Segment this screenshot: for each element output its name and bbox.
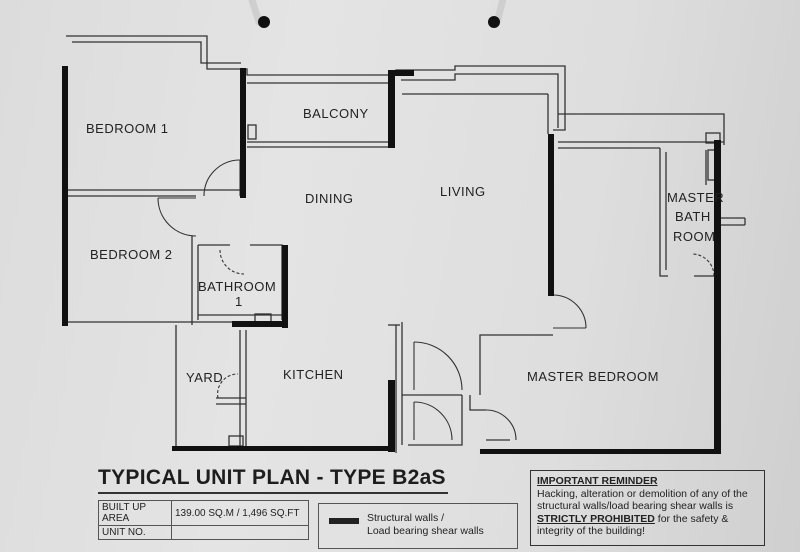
label-bathroom-1-number: 1 <box>235 294 243 309</box>
hanging-rod-left-tip <box>258 16 270 28</box>
unit-no-label: UNIT NO. <box>98 525 172 540</box>
reminder-is: is <box>725 500 734 512</box>
legend-text: Structural walls / Load bearing shear wa… <box>367 512 484 538</box>
hanging-rod-right-tip <box>488 16 500 28</box>
unit-info-table: BUILT UP AREA 139.00 SQ.M / 1,496 SQ.FT … <box>98 500 309 540</box>
reminder-text-2: for the safety & integrity of the buildi… <box>537 512 729 538</box>
room-labels: BEDROOM 1 BALCONY DINING LIVING BEDROOM … <box>86 106 724 385</box>
label-bathroom-1: BATHROOM <box>198 279 276 294</box>
label-yard: YARD <box>186 370 223 385</box>
label-living: LIVING <box>440 184 486 199</box>
label-dining: DINING <box>305 191 354 206</box>
table-row: UNIT NO. <box>98 525 309 540</box>
partition-walls <box>66 35 746 454</box>
plan-title: TYPICAL UNIT PLAN - TYPE B2aS <box>98 466 446 489</box>
reminder-heading: IMPORTANT REMINDER <box>537 475 658 487</box>
legend-line-2: Load bearing shear walls <box>367 525 484 537</box>
built-up-area-label: BUILT UP AREA <box>98 500 172 526</box>
unit-no-value <box>171 525 309 540</box>
built-up-area-value: 139.00 SQ.M / 1,496 SQ.FT <box>171 500 309 526</box>
label-master-bath-2: BATH <box>675 209 711 224</box>
wall-legend: Structural walls / Load bearing shear wa… <box>318 503 518 549</box>
label-bedroom-1: BEDROOM 1 <box>86 121 169 136</box>
reminder-text-1: Hacking, alteration or demolition of any… <box>537 487 748 513</box>
label-balcony: BALCONY <box>303 106 369 121</box>
important-reminder-box: IMPORTANT REMINDER Hacking, alteration o… <box>530 470 765 546</box>
label-kitchen: KITCHEN <box>283 367 344 382</box>
legend-line-1: Structural walls / <box>367 512 445 524</box>
reminder-prohibited: STRICTLY PROHIBITED <box>537 512 655 525</box>
door-swings <box>157 159 715 441</box>
table-row: BUILT UP AREA 139.00 SQ.M / 1,496 SQ.FT <box>98 500 309 526</box>
structural-wall-swatch <box>329 518 359 524</box>
label-bedroom-2: BEDROOM 2 <box>90 247 173 262</box>
structural-walls <box>62 66 721 454</box>
title-underline <box>98 492 448 494</box>
label-master-bath-1: MASTER <box>667 190 724 205</box>
label-master-bath-3: ROOM <box>673 229 715 244</box>
label-master-bedroom: MASTER BEDROOM <box>527 369 659 384</box>
